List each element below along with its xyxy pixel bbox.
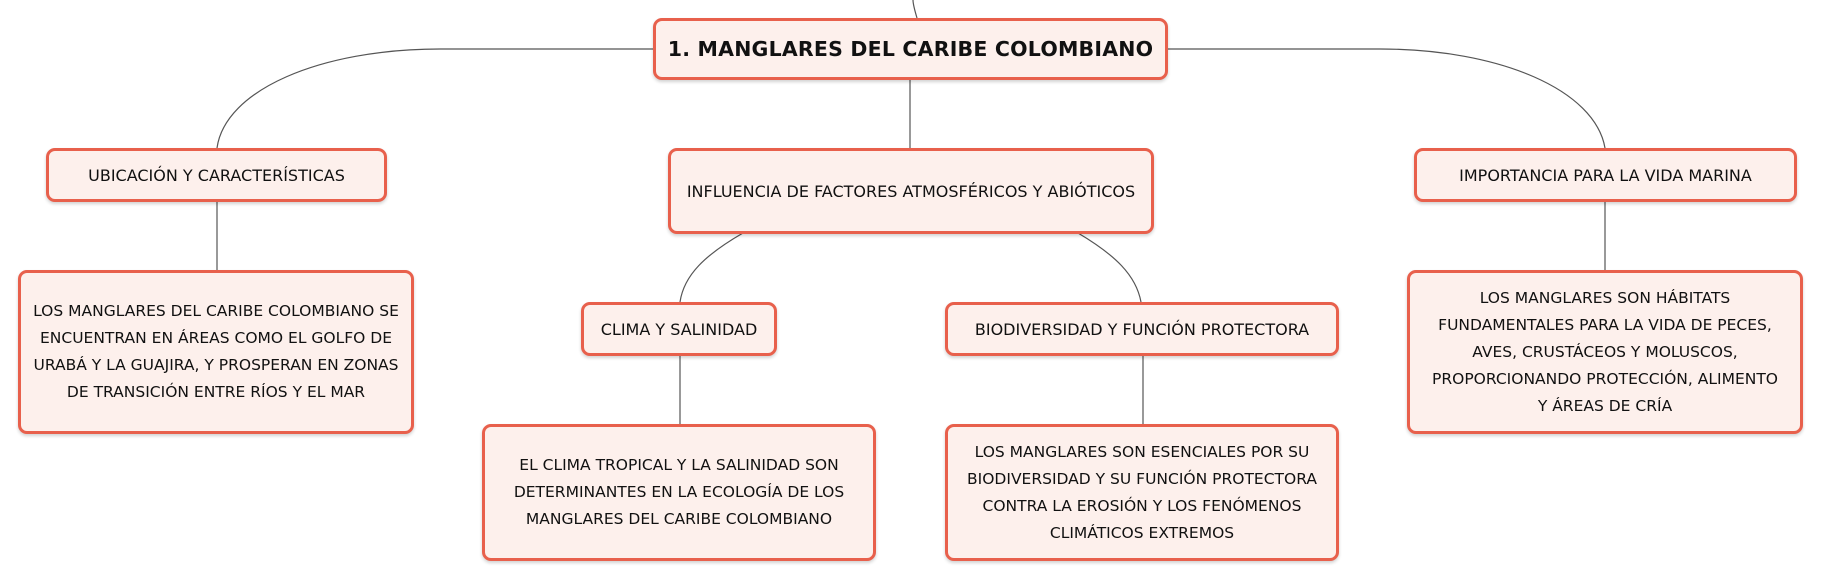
node-clima-detail-text: EL CLIMA TROPICAL Y LA SALINIDAD SON DET… — [513, 456, 845, 528]
root-node: 1. MANGLARES DEL CARIBE COLOMBIANO — [653, 18, 1168, 80]
node-biodiversidad: BIODIVERSIDAD Y FUNCIÓN PROTECTORA — [945, 302, 1339, 356]
node-clima-label: CLIMA Y SALINIDAD — [600, 319, 758, 339]
node-influencia: INFLUENCIA DE FACTORES ATMOSFÉRICOS Y AB… — [668, 148, 1154, 234]
node-importancia-detail: LOS MANGLARES SON HÁBITATS FUNDAMENTALES… — [1407, 270, 1803, 434]
node-clima: CLIMA Y SALINIDAD — [581, 302, 777, 356]
node-ubicacion-detail-text: LOS MANGLARES DEL CARIBE COLOMBIANO SE E… — [33, 302, 399, 401]
connector-root-parent — [912, 0, 918, 19]
node-importancia: IMPORTANCIA PARA LA VIDA MARINA — [1414, 148, 1797, 202]
root-label: 1. MANGLARES DEL CARIBE COLOMBIANO — [667, 36, 1154, 61]
node-ubicacion-detail: LOS MANGLARES DEL CARIBE COLOMBIANO SE E… — [18, 270, 414, 434]
node-biodiversidad-label: BIODIVERSIDAD Y FUNCIÓN PROTECTORA — [974, 319, 1310, 339]
connector-root-importancia — [1166, 48, 1606, 149]
connector-influencia-biodiversidad — [1077, 232, 1142, 303]
node-importancia-label: IMPORTANCIA PARA LA VIDA MARINA — [1459, 165, 1752, 185]
node-influencia-label: INFLUENCIA DE FACTORES ATMOSFÉRICOS Y AB… — [686, 181, 1136, 201]
node-importancia-detail-text: LOS MANGLARES SON HÁBITATS FUNDAMENTALES… — [1432, 288, 1778, 415]
connector-influencia-clima — [679, 232, 744, 303]
connector-root-ubicacion — [216, 48, 655, 149]
node-clima-detail: EL CLIMA TROPICAL Y LA SALINIDAD SON DET… — [482, 424, 876, 561]
node-biodiversidad-detail: LOS MANGLARES SON ESENCIALES POR SU BIOD… — [945, 424, 1339, 561]
node-biodiversidad-detail-text: LOS MANGLARES SON ESENCIALES POR SU BIOD… — [967, 442, 1317, 542]
node-ubicacion: UBICACIÓN Y CARACTERÍSTICAS — [46, 148, 387, 202]
node-ubicacion-label: UBICACIÓN Y CARACTERÍSTICAS — [88, 165, 345, 185]
